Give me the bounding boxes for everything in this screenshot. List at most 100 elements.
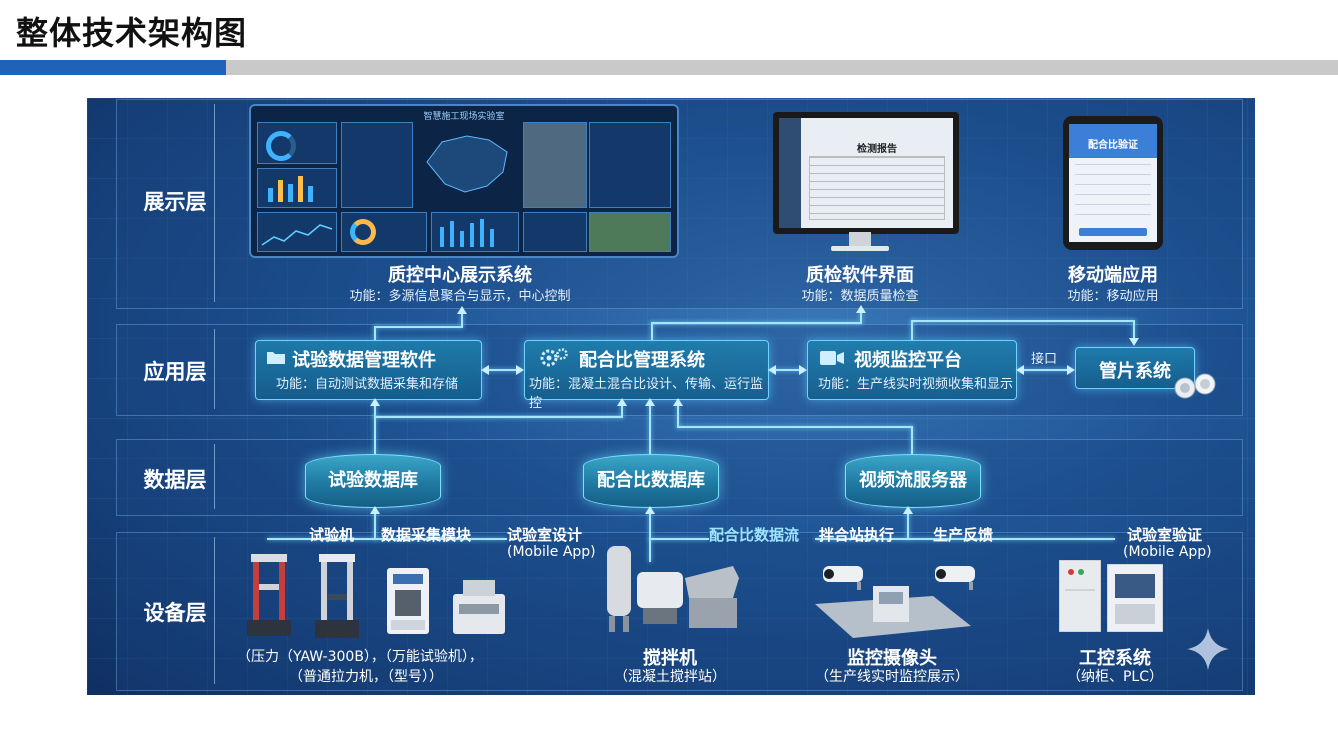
layer-divider — [214, 104, 215, 302]
connector-line — [860, 312, 862, 324]
tablet-device: 配合比验证 — [1063, 116, 1163, 250]
layer-name-application: 应用层 — [143, 360, 207, 384]
tablet-submit-button — [1079, 228, 1147, 236]
connector-line — [374, 510, 376, 540]
mobile-desc: 功能：移动应用 — [1067, 289, 1159, 304]
label-mix-flow: 配合比数据流 — [709, 526, 800, 544]
tablet-form — [1075, 164, 1151, 224]
page-title: 整体技术架构图 — [16, 14, 248, 52]
pipe-segments-image — [1171, 372, 1219, 400]
arrow-up-icon — [617, 398, 627, 406]
folder-icon — [266, 349, 286, 365]
tensile-tester-image — [385, 568, 431, 634]
monitor-base — [831, 246, 889, 251]
app-pipe-box: 管片系统 — [1075, 347, 1195, 389]
connector-line — [815, 538, 1115, 540]
surveillance-camera-icon — [929, 562, 981, 590]
connector-line — [1018, 369, 1072, 371]
arrow-up-icon — [457, 306, 467, 314]
app-pipe-title: 管片系统 — [1099, 361, 1171, 382]
connector-line — [651, 322, 653, 340]
column-chart-panel — [431, 212, 519, 252]
arrow-right-icon — [1067, 365, 1075, 375]
desktop-desc: 功能：数据质量检查 — [801, 289, 919, 304]
mobile-title: 移动端应用 — [1068, 265, 1158, 286]
arrow-right-icon — [516, 365, 524, 375]
gears-icon — [539, 347, 569, 369]
app-test-data-box: 试验数据管理软件 功能：自动测试数据采集和存储 — [255, 340, 482, 400]
connector-line — [770, 369, 804, 371]
dashboard-title: 质控中心展示系统 — [388, 265, 532, 286]
mixing-plant-image — [603, 538, 743, 634]
connector-line — [1133, 320, 1135, 340]
connector-line — [267, 538, 507, 540]
arrow-up-icon — [645, 506, 655, 514]
layer-name-data: 数据层 — [143, 468, 207, 492]
connector-line — [621, 402, 623, 418]
label-lab-design-sub: (Mobile App) — [507, 544, 596, 560]
arrow-up-icon — [856, 305, 866, 313]
camera-feed-panel — [523, 122, 587, 208]
mixer-title: 搅拌机 — [643, 648, 697, 669]
mixer-subtitle: （混凝土搅拌站） — [614, 669, 726, 685]
control-title: 工控系统 — [1079, 648, 1151, 669]
connector-line — [649, 402, 651, 454]
interface-label: 接口 — [1031, 352, 1058, 367]
arrow-up-icon — [673, 398, 683, 406]
arrow-right-icon — [799, 365, 807, 375]
title-underline-rule — [226, 60, 1338, 75]
arrow-left-icon — [768, 365, 776, 375]
label-collect: 数据采集模块 — [381, 526, 472, 544]
production-line-image — [813, 586, 973, 642]
connector-line — [677, 426, 913, 428]
dashboard-desc: 功能：多源信息聚合与显示，中心控制 — [349, 289, 571, 304]
connector-line — [374, 402, 376, 454]
donut-chart-icon — [266, 131, 296, 161]
bar-chart-panel — [257, 168, 337, 208]
connector-line — [649, 538, 709, 540]
arrow-up-icon — [645, 398, 655, 406]
connector-line — [677, 402, 679, 428]
control-cabinet-image — [1058, 559, 1102, 633]
connector-line — [374, 326, 462, 328]
area-chart-panel — [257, 212, 337, 252]
title-underline-accent — [0, 60, 226, 75]
ring-chart-panel — [341, 212, 427, 252]
layer-divider — [214, 537, 215, 684]
camera-title: 监控摄像头 — [847, 648, 937, 669]
mini-chart-panel — [523, 212, 587, 252]
desktop-title: 质检软件界面 — [806, 265, 914, 286]
app-test-data-desc: 功能：自动测试数据采集和存储 — [276, 377, 459, 392]
monitor-stand — [849, 232, 871, 246]
connector-line — [651, 322, 861, 324]
test-machines-caption-2: （普通拉力机，（型号）） — [289, 669, 443, 685]
sparkle-icon — [1187, 628, 1229, 670]
app-video-box: 视频监控平台 功能：生产线实时视频收集和显示 — [807, 340, 1017, 400]
connector-line — [374, 416, 622, 418]
connector-line — [483, 369, 521, 371]
dashboard-screen: 智慧施工现场实验室 — [249, 104, 679, 258]
test-machines-caption-1: （压力（YAW-300B），（万能试验机）， — [237, 649, 483, 665]
video-camera-icon — [820, 350, 844, 365]
label-lab-design: 试验室设计 — [507, 526, 583, 544]
connector-line — [911, 320, 913, 340]
layer-divider — [214, 444, 215, 509]
table-panel — [589, 122, 671, 208]
tablet-screen: 配合比验证 — [1069, 124, 1157, 242]
compression-tester-image — [247, 554, 291, 636]
connector-line — [649, 510, 651, 562]
arrow-left-icon — [481, 365, 489, 375]
app-mix-box: 配合比管理系统 功能：混凝土混合比设计、传输、运行监控 — [524, 340, 769, 411]
app-video-title: 视频监控平台 — [854, 350, 962, 371]
db-test: 试验数据库 — [305, 454, 441, 508]
donut-panel — [257, 122, 337, 164]
label-tester: 试验机 — [309, 526, 355, 544]
dashboard-screen-title: 智慧施工现场实验室 — [423, 112, 505, 122]
arrow-up-icon — [370, 398, 380, 406]
arrow-up-icon — [903, 506, 913, 514]
universal-tester-image — [315, 554, 359, 638]
connector-line — [461, 314, 463, 328]
app-test-data-title: 试验数据管理软件 — [292, 350, 436, 371]
layer-name-device: 设备层 — [143, 601, 207, 625]
stats-panel — [341, 122, 413, 208]
